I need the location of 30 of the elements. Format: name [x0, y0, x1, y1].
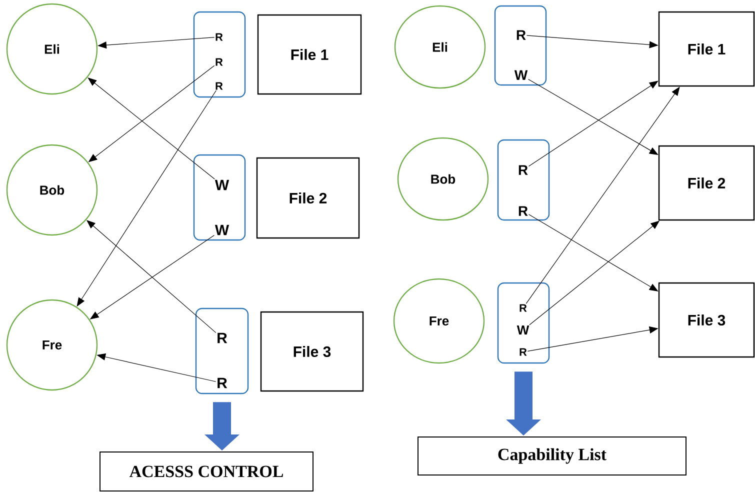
file-box: File 1 — [257, 14, 362, 95]
arrow — [88, 78, 215, 180]
arrow — [526, 86, 680, 304]
permission-box — [497, 282, 550, 364]
permission-letter: R — [520, 304, 527, 312]
permission-box — [193, 154, 246, 241]
caption-box: Capability List — [418, 436, 686, 476]
file-box: File 2 — [256, 157, 360, 239]
permission-box — [494, 5, 547, 86]
permission-letter: R — [216, 58, 223, 66]
permission-letter: R — [518, 165, 528, 175]
file-box: File 3 — [658, 282, 755, 358]
caption-box: ACESSS CONTROL — [100, 452, 314, 492]
permission-letter: R — [518, 206, 528, 216]
permission-letter: R — [216, 33, 223, 41]
permission-letter: W — [516, 326, 530, 334]
permission-letter: R — [218, 332, 228, 344]
file-box: File 1 — [658, 11, 755, 87]
permission-box — [193, 11, 246, 98]
permission-letter: R — [516, 30, 526, 40]
permission-letter: W — [214, 224, 230, 236]
permission-box — [195, 308, 249, 394]
permission-letter: R — [218, 378, 228, 388]
permission-letter: W — [214, 180, 230, 190]
permission-letter: R — [216, 82, 223, 90]
file-box: File 3 — [260, 311, 364, 392]
file-box: File 2 — [658, 145, 755, 221]
permission-letter: R — [520, 348, 527, 356]
permission-box — [497, 139, 550, 221]
permission-letter: W — [514, 70, 528, 80]
